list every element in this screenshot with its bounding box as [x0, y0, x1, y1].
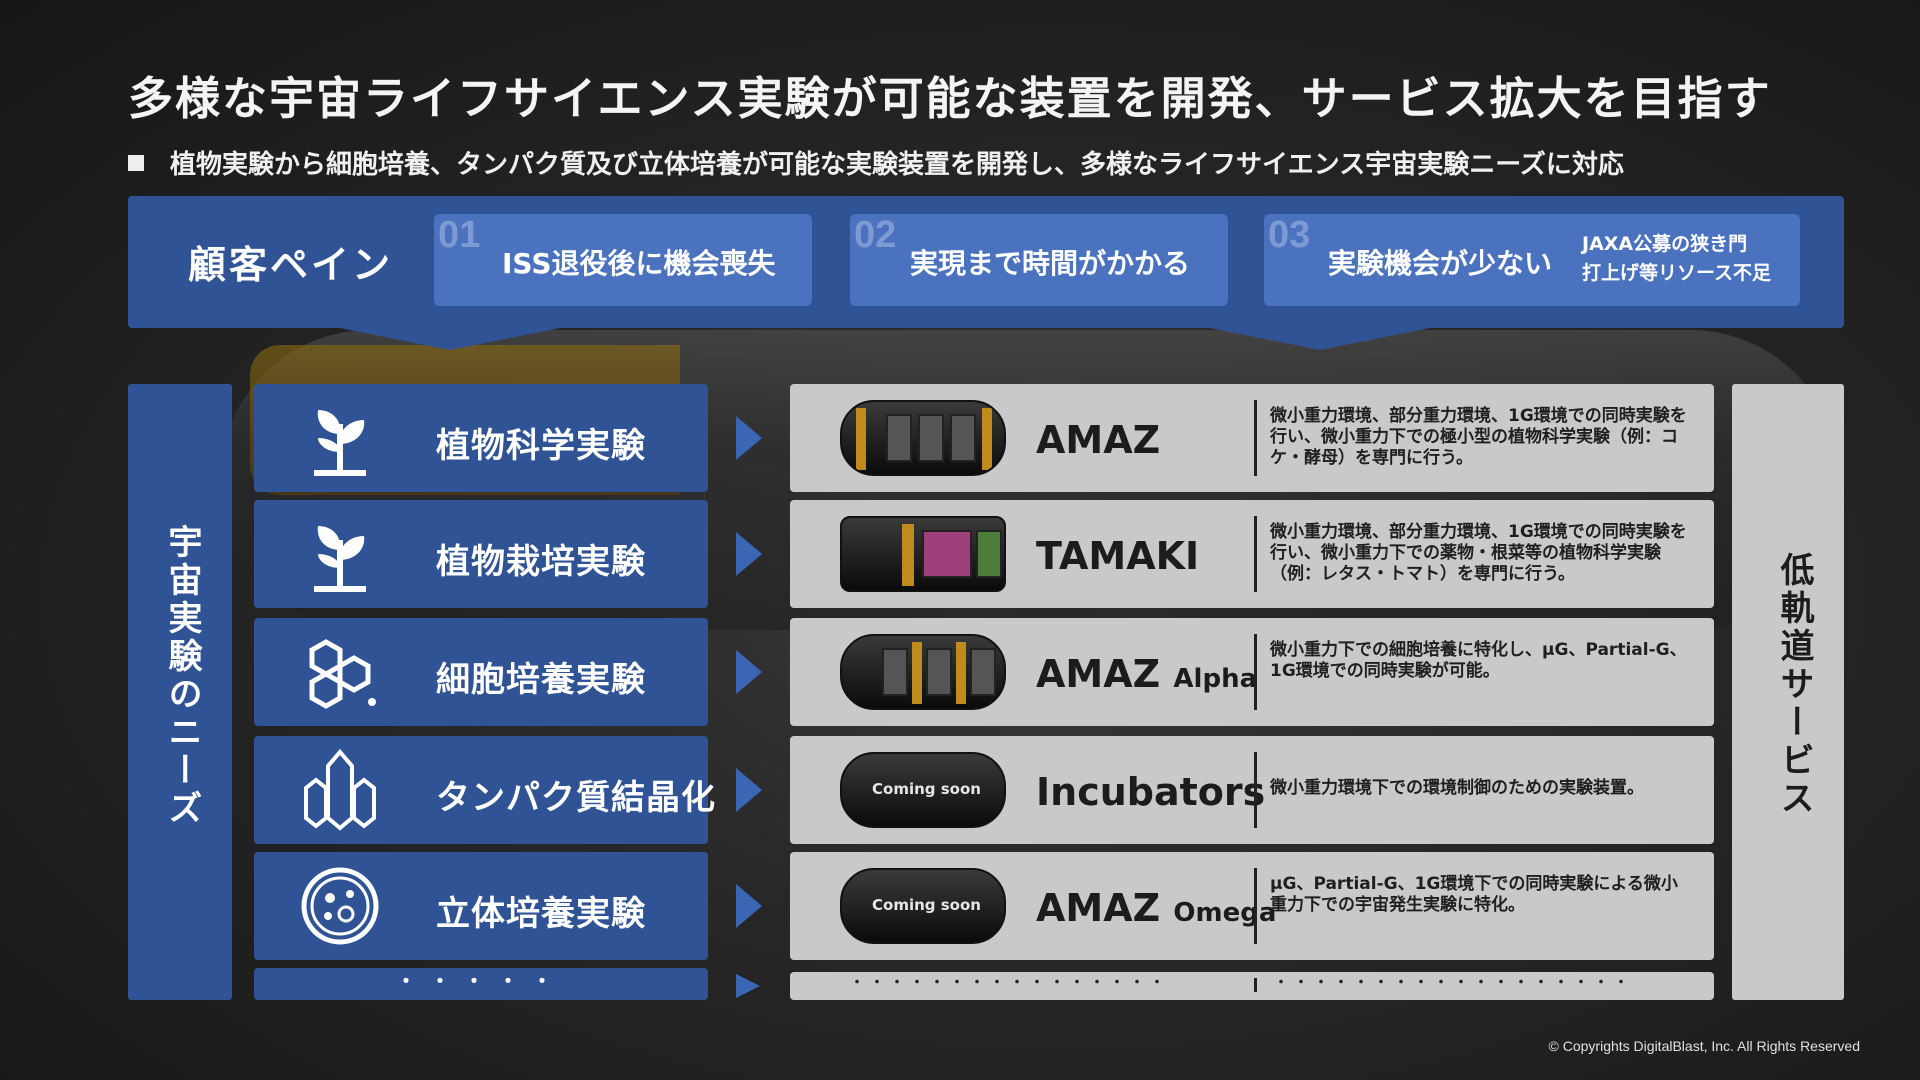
product-description: 微小重力下での細胞培養に特化し、μG、Partial-G、1G環境での同時実験が…	[1270, 640, 1687, 681]
divider	[1254, 634, 1257, 710]
petri-dish-icon	[301, 867, 379, 945]
product-variant: Alpha	[1173, 664, 1258, 694]
products-more-dots: ・・・・・・・・・・・・・・・・・・	[1274, 975, 1634, 991]
arrow-right-icon	[736, 532, 762, 576]
needs-more-dots: ・・・・・	[254, 968, 708, 1000]
pain-number: 01	[438, 214, 481, 256]
product-card-amaz-omega: Coming soon AMAZ Omega μG、Partial-G、1G環境…	[790, 852, 1714, 960]
need-item-plant-cultivation: 植物栽培実験	[254, 500, 708, 608]
device-image: Coming soon	[840, 868, 1006, 944]
divider	[1254, 516, 1257, 592]
pain-text: 実現まで時間がかかる	[910, 247, 1191, 280]
need-item-plant-science: 植物科学実験	[254, 384, 708, 492]
pain-note-line: 打上げ等リソース不足	[1582, 262, 1772, 284]
device-image: Coming soon	[840, 752, 1006, 828]
pain-text: ISS退役後に機会喪失	[502, 247, 776, 280]
pain-text: 実験機会が少ない	[1328, 247, 1553, 280]
product-description: 微小重力環境下での環境制御のための実験装置。	[1270, 778, 1644, 798]
need-label: タンパク質結晶化	[436, 778, 716, 818]
page-title: 多様な宇宙ライフサイエンス実験が可能な装置を開発、サービス拡大を目指す	[128, 72, 1772, 125]
product-name: AMAZ Alpha	[1036, 652, 1258, 696]
product-description: μG、Partial-G、1G環境下での同時実験による微小重力下での宇宙発生実験…	[1270, 874, 1678, 915]
service-vertical-label: 低軌道サービス	[1732, 384, 1844, 1000]
pain-number: 03	[1268, 214, 1311, 256]
divider	[1254, 752, 1257, 828]
down-arrow-icon	[340, 328, 560, 350]
product-card-amaz: AMAZ 微小重力環境、部分重力環境、1G環境での同時実験を行い、微小重力下での…	[790, 384, 1714, 492]
plant-icon	[314, 410, 366, 476]
arrow-right-icon	[736, 650, 762, 694]
need-label: 植物科学実験	[436, 426, 646, 466]
needs-vertical-label: 宇宙実験のニーズ	[128, 384, 232, 1000]
divider	[1254, 868, 1257, 944]
pain-number: 02	[854, 214, 897, 256]
device-image	[840, 400, 1006, 476]
down-arrow-icon	[1210, 328, 1430, 350]
product-name: AMAZ Omega	[1036, 886, 1277, 930]
arrow-right-icon	[736, 974, 760, 998]
need-label: 立体培養実験	[436, 894, 646, 934]
pain-card-01: 01 ISS退役後に機会喪失	[434, 214, 812, 306]
product-card-amaz-alpha: AMAZ Alpha 微小重力下での細胞培養に特化し、μG、Partial-G、…	[790, 618, 1714, 726]
pain-label: 顧客ペイン	[188, 243, 394, 287]
pain-card-02: 02 実現まで時間がかかる	[850, 214, 1228, 306]
coming-soon-label: Coming soon	[872, 896, 981, 914]
device-image	[840, 516, 1006, 592]
subtitle-text: 植物実験から細胞培養、タンパク質及び立体培養が可能な実験装置を開発し、多様なライ…	[170, 150, 1624, 180]
hexagon-cells-icon	[309, 639, 376, 709]
divider	[1254, 978, 1257, 992]
divider	[1254, 400, 1257, 476]
need-item-protein-crystallization: タンパク質結晶化	[254, 736, 715, 844]
pain-note: JAXA公募の狭き門 打上げ等リソース不足	[1582, 230, 1771, 288]
crystal-icon	[304, 748, 376, 831]
product-description: 微小重力環境、部分重力環境、1G環境での同時実験を行い、微小重力下での薬物・根菜…	[1270, 522, 1687, 584]
needs-label: 宇宙実験のニーズ	[162, 524, 202, 828]
arrow-right-icon	[736, 884, 762, 928]
service-label: 低軌道サービス	[1774, 552, 1814, 818]
product-card-incubators: Coming soon Incubators 微小重力環境下での環境制御のための…	[790, 736, 1714, 844]
need-label: 植物栽培実験	[436, 542, 646, 582]
product-name: Incubators	[1036, 770, 1266, 814]
need-item-cell-culture: 細胞培養実験	[254, 618, 708, 726]
device-image	[840, 634, 1006, 710]
product-name: TAMAKI	[1036, 534, 1200, 578]
pain-note-line: JAXA公募の狭き門	[1582, 233, 1748, 255]
products-more-row: ・・・・・・・・・・・・・・・・ ・・・・・・・・・・・・・・・・・・	[790, 972, 1714, 1000]
plant-icon	[314, 526, 366, 592]
product-name: AMAZ	[1036, 418, 1161, 462]
bullet-square-icon	[128, 154, 144, 171]
customer-pain-banner: 顧客ペイン 01 ISS退役後に機会喪失 02 実現まで時間がかかる 03 実験…	[128, 196, 1844, 328]
arrow-right-icon	[736, 416, 762, 460]
products-more-dots: ・・・・・・・・・・・・・・・・	[850, 975, 1170, 991]
need-item-3d-culture: 立体培養実験	[254, 852, 708, 960]
pain-card-03: 03 実験機会が少ない JAXA公募の狭き門 打上げ等リソース不足	[1264, 214, 1800, 306]
need-label: 細胞培養実験	[436, 660, 646, 700]
page-subtitle: 植物実験から細胞培養、タンパク質及び立体培養が可能な実験装置を開発し、多様なライ…	[128, 144, 1828, 181]
product-card-tamaki: TAMAKI 微小重力環境、部分重力環境、1G環境での同時実験を行い、微小重力下…	[790, 500, 1714, 608]
product-variant: Omega	[1173, 898, 1277, 928]
arrow-right-icon	[736, 768, 762, 812]
coming-soon-label: Coming soon	[872, 780, 981, 798]
copyright: © Copyrights DigitalBlast, Inc. All Righ…	[1548, 1038, 1860, 1054]
product-description: 微小重力環境、部分重力環境、1G環境での同時実験を行い、微小重力下での極小型の植…	[1270, 406, 1687, 468]
